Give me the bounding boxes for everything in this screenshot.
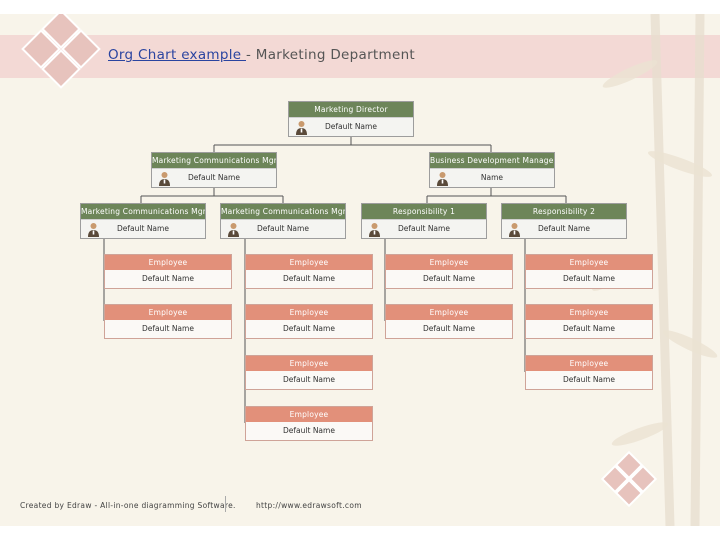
person-icon: [436, 171, 449, 186]
person-icon: [368, 222, 381, 237]
node-title: Employee: [246, 305, 372, 320]
node-name: Default Name: [386, 320, 512, 338]
node-title: Employee: [526, 255, 652, 270]
org-node-comm-mgr-a[interactable]: Marketing Communications Mgr. Default Na…: [80, 203, 206, 239]
node-name: Default Name: [398, 224, 450, 233]
person-icon: [508, 222, 521, 237]
node-name: Default Name: [246, 422, 372, 440]
node-title: Responsibility 1: [362, 204, 486, 219]
footer-divider: [225, 496, 226, 512]
node-title: Business Development Manager: [430, 153, 554, 168]
node-title: Responsibility 2: [502, 204, 626, 219]
employee-node[interactable]: Employee Default Name: [385, 304, 513, 339]
node-title: Marketing Communications Mgr.: [152, 153, 276, 168]
node-name: Default Name: [188, 173, 240, 182]
node-title: Employee: [105, 255, 231, 270]
node-title: Employee: [105, 305, 231, 320]
employee-node[interactable]: Employee Default Name: [245, 254, 373, 289]
node-title: Employee: [386, 305, 512, 320]
node-name: Default Name: [117, 224, 169, 233]
node-name: Default Name: [526, 320, 652, 338]
node-title: Employee: [386, 255, 512, 270]
node-title: Employee: [246, 407, 372, 422]
person-icon: [227, 222, 240, 237]
person-icon: [295, 120, 308, 135]
person-icon: [158, 171, 171, 186]
node-name: Default Name: [246, 371, 372, 389]
org-node-comm-mgr-b[interactable]: Marketing Communications Mgr. Default Na…: [220, 203, 346, 239]
org-node-director[interactable]: Marketing Director Default Name: [288, 101, 414, 137]
node-name: Name: [481, 173, 503, 182]
employee-node[interactable]: Employee Default Name: [245, 355, 373, 390]
node-name: Default Name: [526, 270, 652, 288]
node-name: Default Name: [246, 320, 372, 338]
node-name: Default Name: [386, 270, 512, 288]
employee-node[interactable]: Employee Default Name: [385, 254, 513, 289]
org-node-marketing-comm-mgr[interactable]: Marketing Communications Mgr. Default Na…: [151, 152, 277, 188]
node-title: Employee: [246, 356, 372, 371]
node-title: Marketing Communications Mgr.: [81, 204, 205, 219]
node-title: Marketing Director: [289, 102, 413, 117]
employee-node[interactable]: Employee Default Name: [525, 304, 653, 339]
employee-node[interactable]: Employee Default Name: [245, 406, 373, 441]
node-title: Employee: [526, 356, 652, 371]
person-icon: [87, 222, 100, 237]
node-name: Default Name: [325, 122, 377, 131]
node-name: Default Name: [257, 224, 309, 233]
employee-node[interactable]: Employee Default Name: [525, 355, 653, 390]
footer-credit: Created by Edraw - All-in-one diagrammin…: [20, 501, 236, 510]
employee-node[interactable]: Employee Default Name: [525, 254, 653, 289]
org-node-business-dev-mgr[interactable]: Business Development Manager Name: [429, 152, 555, 188]
node-title: Marketing Communications Mgr.: [221, 204, 345, 219]
org-node-responsibility-1[interactable]: Responsibility 1 Default Name: [361, 203, 487, 239]
footer-url[interactable]: http://www.edrawsoft.com: [256, 501, 362, 510]
node-name: Default Name: [246, 270, 372, 288]
org-node-responsibility-2[interactable]: Responsibility 2 Default Name: [501, 203, 627, 239]
node-name: Default Name: [526, 371, 652, 389]
node-name: Default Name: [105, 320, 231, 338]
node-title: Employee: [246, 255, 372, 270]
employee-node[interactable]: Employee Default Name: [104, 254, 232, 289]
node-title: Employee: [526, 305, 652, 320]
employee-node[interactable]: Employee Default Name: [104, 304, 232, 339]
employee-node[interactable]: Employee Default Name: [245, 304, 373, 339]
node-name: Default Name: [538, 224, 590, 233]
node-name: Default Name: [105, 270, 231, 288]
